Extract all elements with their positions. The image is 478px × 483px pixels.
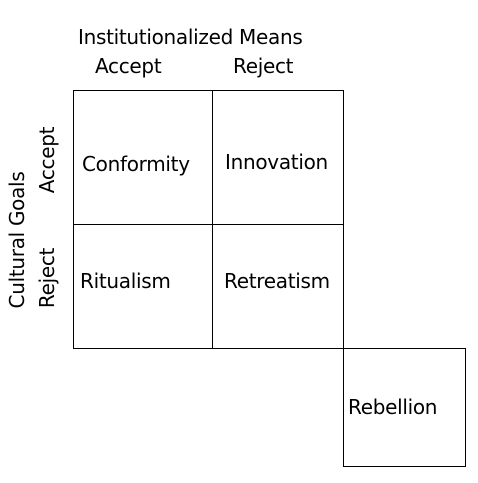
cell-conformity: Conformity <box>73 90 213 225</box>
means-accept-label: Accept <box>95 54 162 78</box>
cell-rebellion: Rebellion <box>343 348 466 467</box>
cell-innovation: Innovation <box>212 90 344 225</box>
institutionalized-means-title: Institutionalized Means <box>78 25 303 49</box>
cell-label-retreatism: Retreatism <box>224 269 330 293</box>
cultural-goals-title: Cultural Goals <box>5 171 29 309</box>
cell-retreatism: Retreatism <box>212 224 344 349</box>
cell-label-innovation: Innovation <box>225 150 328 174</box>
cell-ritualism: Ritualism <box>73 224 213 349</box>
goals-accept-label: Accept <box>35 126 59 194</box>
means-reject-label: Reject <box>233 54 294 78</box>
goals-reject-label: Reject <box>35 247 59 309</box>
cell-label-conformity: Conformity <box>82 152 190 176</box>
cell-label-rebellion: Rebellion <box>348 395 438 419</box>
cell-label-ritualism: Ritualism <box>80 269 171 293</box>
